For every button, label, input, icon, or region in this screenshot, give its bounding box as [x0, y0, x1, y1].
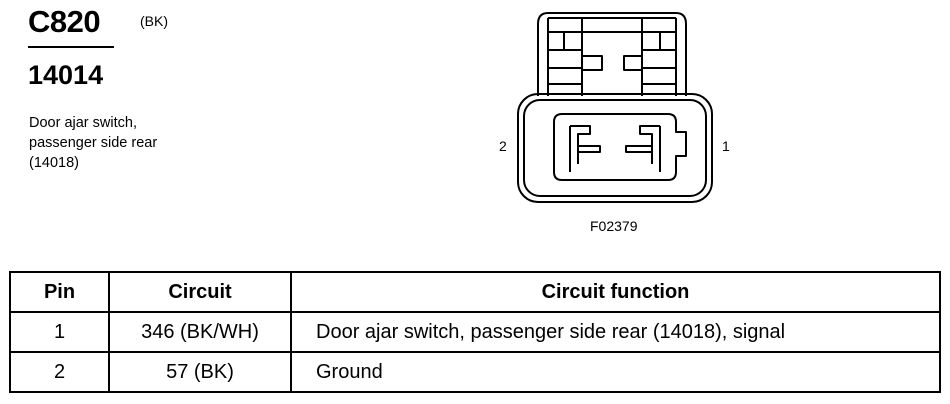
table-row: 1 346 (BK/WH) Door ajar switch, passenge… [9, 311, 941, 353]
description-line: Door ajar switch, [29, 115, 137, 131]
table-header-row: Pin Circuit Circuit function [9, 271, 941, 313]
pin-label-1: 1 [722, 138, 730, 154]
terminal-1 [625, 125, 661, 172]
header-pin: Pin [9, 271, 110, 313]
connector-face-diagram [517, 12, 713, 203]
terminal-2 [569, 125, 601, 172]
connector-latch [537, 12, 687, 96]
connector-id: C820 [28, 4, 101, 39]
cell-circuit: 57 (BK) [108, 351, 292, 393]
cell-function: Door ajar switch, passenger side rear (1… [290, 311, 941, 353]
part-number: 14014 [28, 60, 104, 90]
pin-label-2: 2 [499, 138, 507, 154]
figure-id: F02379 [590, 218, 638, 234]
cell-pin: 1 [9, 311, 110, 353]
description-line: passenger side rear [29, 135, 158, 151]
title-rule [28, 46, 114, 48]
cell-pin: 2 [9, 351, 110, 393]
pinout-table: Pin Circuit Circuit function 1 346 (BK/W… [9, 271, 941, 393]
header-circuit: Circuit [108, 271, 292, 313]
connector-body [517, 93, 713, 203]
cell-circuit: 346 (BK/WH) [108, 311, 292, 353]
table-row: 2 57 (BK) Ground [9, 351, 941, 393]
header-circuit-function: Circuit function [290, 271, 941, 313]
connector-description: Door ajar switch, passenger side rear (1… [29, 113, 157, 173]
description-line: (14018) [29, 155, 79, 171]
cell-function: Ground [290, 351, 941, 393]
connector-color: (BK) [140, 13, 168, 29]
terminal-cavity [553, 113, 687, 181]
